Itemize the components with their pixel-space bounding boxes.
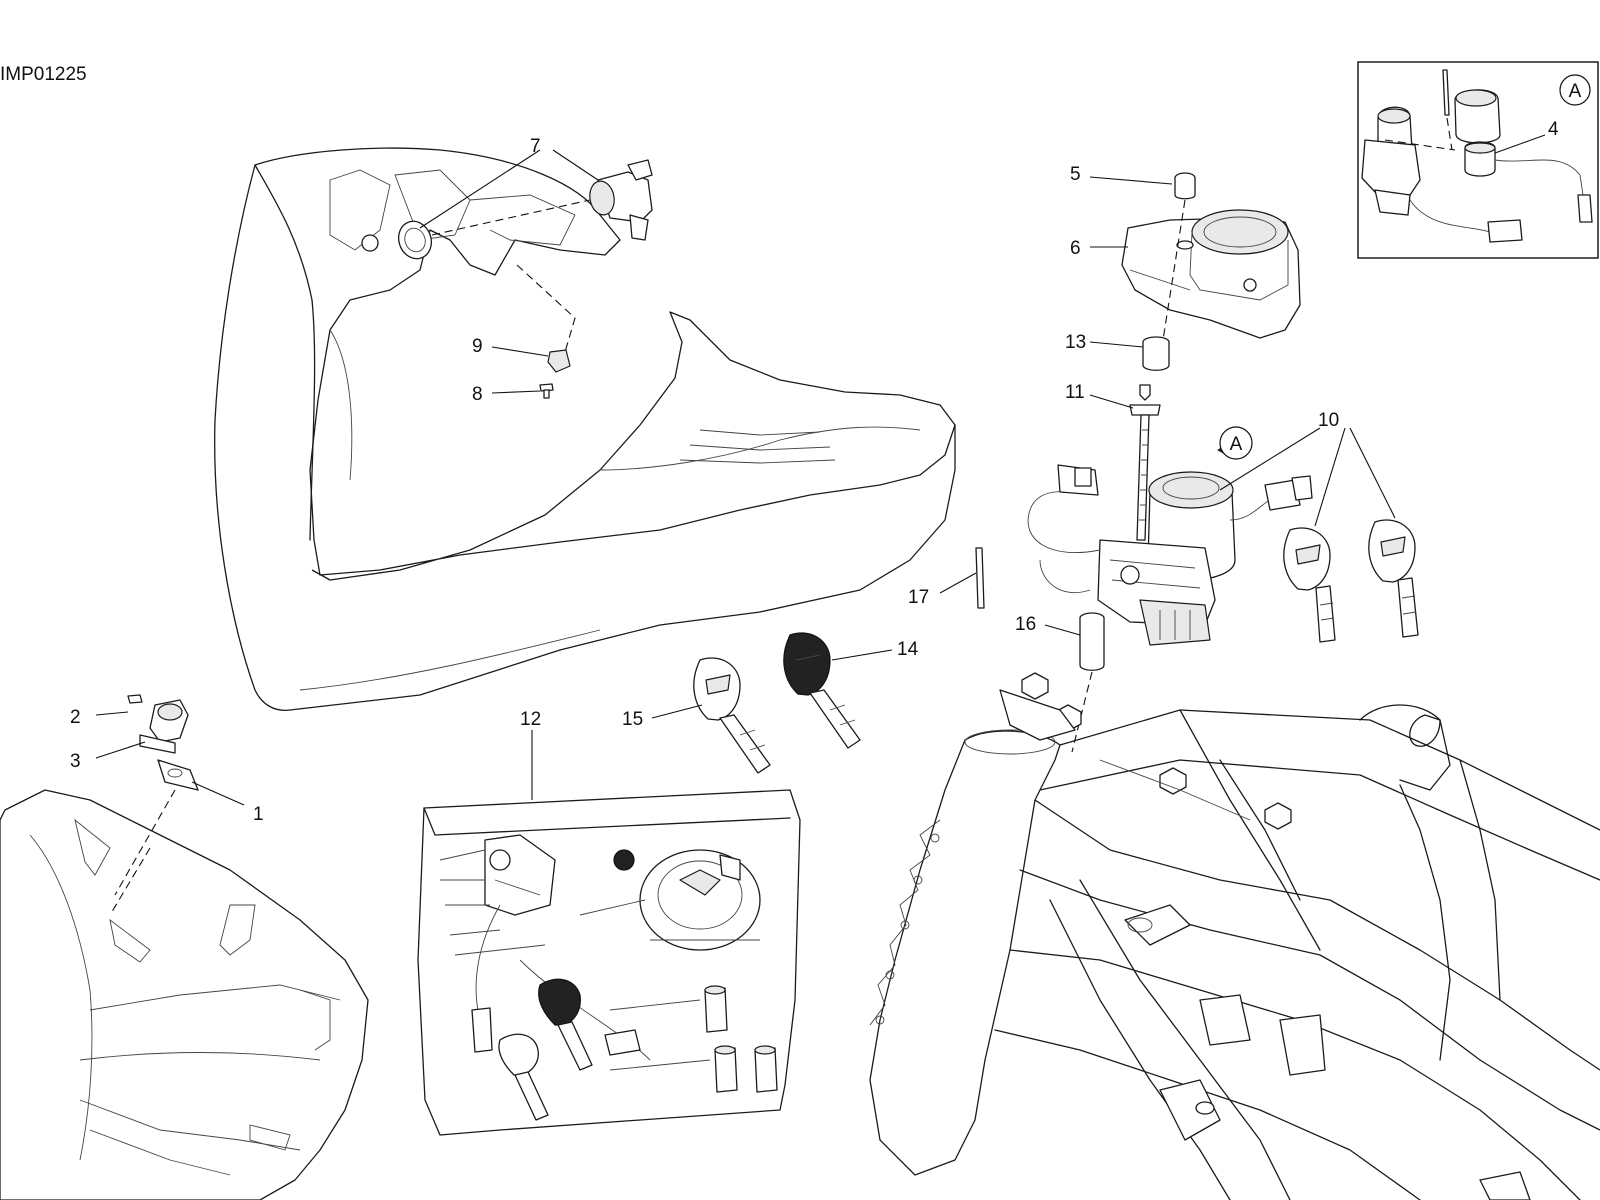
callout-2: 2 xyxy=(70,707,81,728)
part-17-pin xyxy=(976,548,984,608)
assembly-line xyxy=(1162,199,1186,341)
callout-9: 9 xyxy=(472,336,483,357)
part-10-ignition-switch xyxy=(1028,465,1312,645)
callout-12: 12 xyxy=(520,709,541,730)
key-10b xyxy=(1369,520,1418,637)
parts-1-2-3-small-lock xyxy=(110,695,198,915)
detail-reference-badge: A xyxy=(1217,426,1253,460)
callout-14: 14 xyxy=(897,639,919,660)
leader-lines xyxy=(95,134,1546,806)
assembly-line xyxy=(1071,671,1093,753)
trellis-frame xyxy=(870,673,1600,1200)
callout-11: 11 xyxy=(1065,382,1085,403)
callout-13: 13 xyxy=(1065,332,1086,353)
detail-a-switch xyxy=(1362,70,1592,242)
part-13-spacer xyxy=(1143,337,1169,370)
reference-code: IMP01225 xyxy=(0,64,87,85)
detail-a-label: A xyxy=(1569,81,1582,102)
part-12-kit xyxy=(418,790,800,1135)
part-11-screw xyxy=(1130,385,1160,540)
part-6-cover xyxy=(1122,210,1300,338)
part-16-sleeve xyxy=(1080,613,1104,670)
detail-reference-label: A xyxy=(1230,434,1243,455)
callout-10: 10 xyxy=(1318,410,1339,431)
headlight-fairing xyxy=(215,148,955,710)
side-panel xyxy=(0,790,368,1200)
key-15 xyxy=(694,658,770,773)
callout-6: 6 xyxy=(1070,238,1081,259)
callout-3: 3 xyxy=(70,751,81,772)
callout-16: 16 xyxy=(1015,614,1036,635)
callout-7: 7 xyxy=(530,136,541,157)
key-14 xyxy=(784,633,860,748)
callout-17: 17 xyxy=(908,587,929,608)
callout-4: 4 xyxy=(1548,119,1559,140)
part-7-lock-barrel xyxy=(393,160,652,263)
callout-1: 1 xyxy=(253,804,264,825)
callout-15: 15 xyxy=(622,709,643,730)
callout-8: 8 xyxy=(472,384,483,405)
key-10a xyxy=(1284,528,1335,642)
parts-8-9-clip-screw xyxy=(517,265,575,398)
callout-numbers: 1 2 3 4 5 6 7 8 9 10 11 12 13 14 15 16 1… xyxy=(70,119,1559,825)
part-5-bushing xyxy=(1175,173,1195,199)
callout-5: 5 xyxy=(1070,164,1081,185)
detail-a-inset: A xyxy=(1357,61,1599,259)
